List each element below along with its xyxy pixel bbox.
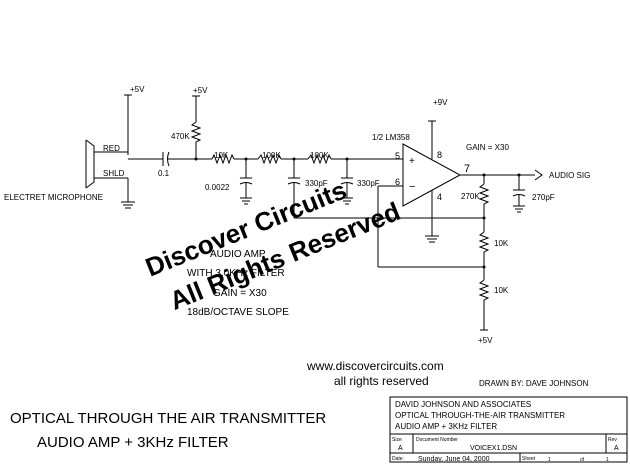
tb-sheets-total: 1 bbox=[606, 457, 609, 463]
tb-sheet-label: Sheet bbox=[522, 456, 536, 462]
output-label: AUDIO SIG bbox=[549, 171, 590, 180]
supply-plus5-a: +5V bbox=[130, 85, 145, 94]
resistor-470k bbox=[190, 121, 202, 159]
tb-subtitle: AUDIO AMP + 3KHz FILTER bbox=[395, 422, 497, 431]
resistor-270k bbox=[478, 183, 490, 218]
output-arrow bbox=[534, 169, 543, 181]
resistor-10k-a bbox=[211, 153, 235, 165]
tb-date-value: Sunday, June 04, 2000 bbox=[418, 456, 490, 463]
note-line3: GAIN = X30 bbox=[213, 288, 267, 299]
capacitor-0-0022 bbox=[239, 177, 253, 185]
r-div2-label: 10K bbox=[494, 286, 509, 295]
tb-rev-label: Rev bbox=[608, 437, 617, 443]
supply-plus9: +9V bbox=[433, 98, 448, 107]
resistor-10k-div2 bbox=[478, 279, 490, 330]
opamp-pin4: 4 bbox=[437, 192, 442, 202]
tb-project: OPTICAL THROUGH-THE-AIR TRANSMITTER bbox=[395, 411, 565, 420]
opamp-part-label: 1/2 LM358 bbox=[372, 133, 410, 142]
mic-shld-label: SHLD bbox=[103, 169, 125, 178]
title-line2: AUDIO AMP + 3KHz FILTER bbox=[37, 434, 229, 451]
opamp-pin7: 7 bbox=[464, 163, 470, 175]
c-fb-label: 270pF bbox=[532, 193, 555, 202]
tb-docnum-value: VOICEX1.DSN bbox=[470, 445, 517, 452]
r-fb-label: 270K bbox=[461, 192, 480, 201]
r-bias-label: 470K bbox=[171, 132, 190, 141]
note-line2: WITH 3.0KHz FILTER bbox=[187, 268, 285, 279]
ground-mic bbox=[121, 201, 135, 209]
r-div1-label: 10K bbox=[494, 239, 509, 248]
opamp-pin6: 6 bbox=[395, 177, 400, 187]
tb-company: DAVID JOHNSON AND ASSOCIATES bbox=[395, 400, 531, 409]
drawn-by: DRAWN BY: DAVE JOHNSON bbox=[479, 379, 589, 388]
r1-label: 10K bbox=[214, 151, 229, 160]
site-url: www.discovercircuits.com bbox=[306, 359, 444, 373]
c-input-label: 0.1 bbox=[158, 169, 170, 178]
tb-date-label: Date: bbox=[392, 456, 404, 462]
capacitor-270pf bbox=[512, 189, 526, 197]
tb-docnum-label: Document Number bbox=[416, 437, 458, 443]
opamp-minus: − bbox=[409, 181, 415, 193]
r3-label: 100K bbox=[310, 151, 329, 160]
opamp-gain-label: GAIN = X30 bbox=[466, 143, 509, 152]
c2-label: 330pF bbox=[305, 179, 328, 188]
title-block bbox=[389, 396, 628, 463]
resistor-10k-div1 bbox=[478, 231, 490, 267]
opamp-pin5: 5 bbox=[395, 151, 400, 161]
supply-plus5-bottom: +5V bbox=[478, 336, 493, 345]
resistor-100k-b bbox=[307, 153, 332, 165]
opamp-pin8: 8 bbox=[437, 150, 442, 160]
tb-rev-value: A bbox=[614, 445, 619, 452]
note-line1: AUDIO AMP bbox=[210, 249, 266, 260]
resistor-100k-a bbox=[257, 153, 282, 165]
opamp-lm358 bbox=[402, 120, 462, 243]
tb-of-label: of bbox=[580, 457, 585, 463]
tb-size-label: Size bbox=[392, 437, 402, 443]
c3-label: 330pF bbox=[357, 179, 380, 188]
r2-label: 100K bbox=[262, 151, 281, 160]
tb-sheet-value: 1 bbox=[548, 457, 551, 463]
note-line4: 18dB/OCTAVE SLOPE bbox=[187, 307, 289, 318]
c1-label: 0.0022 bbox=[205, 183, 230, 192]
title-line1: OPTICAL THROUGH THE AIR TRANSMITTER bbox=[10, 410, 326, 427]
supply-plus5-b: +5V bbox=[193, 86, 208, 95]
tb-size-value: A bbox=[398, 445, 403, 452]
capacitor-330pf-b bbox=[340, 177, 354, 185]
capacitor-330pf-a bbox=[287, 177, 301, 185]
opamp-plus: + bbox=[409, 156, 415, 167]
mic-red-label: RED bbox=[103, 144, 120, 153]
mic-label: ELECTRET MICROPHONE bbox=[4, 193, 103, 202]
site-rights: all rights reserved bbox=[334, 374, 429, 388]
electret-microphone bbox=[85, 139, 128, 189]
capacitor-input bbox=[162, 151, 170, 167]
